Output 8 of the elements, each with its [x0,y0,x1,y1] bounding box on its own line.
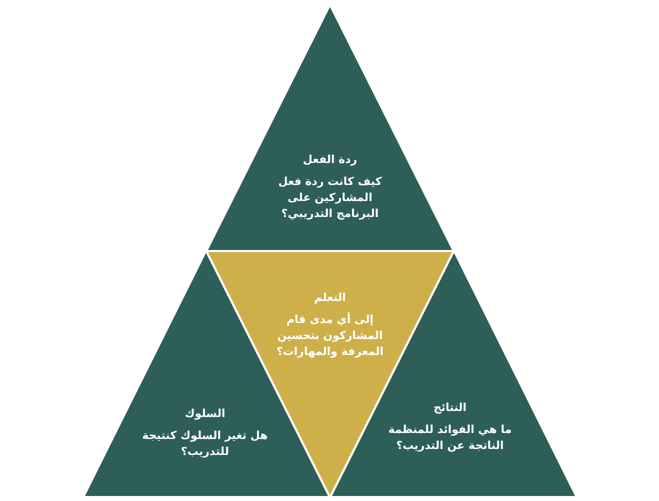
heading: السلوك [184,406,226,422]
heading: ردة الفعل [302,152,358,168]
question-text: ما هي الفوائد للمنظمة الناتجة عن التدريب؟ [387,422,513,454]
question-text: كيف كانت ردة فعل المشاركين على البرنامج التدريبي؟ [277,174,383,222]
question-text: إلى أي مدى قام المشاركون بتحسين المعرفة والمهارات؟ [275,312,385,360]
question-text: هل تغير السلوك كنتيجة للتدريب؟ [141,428,269,460]
heading: التعلم [313,290,347,306]
heading: النتائج [432,400,468,416]
